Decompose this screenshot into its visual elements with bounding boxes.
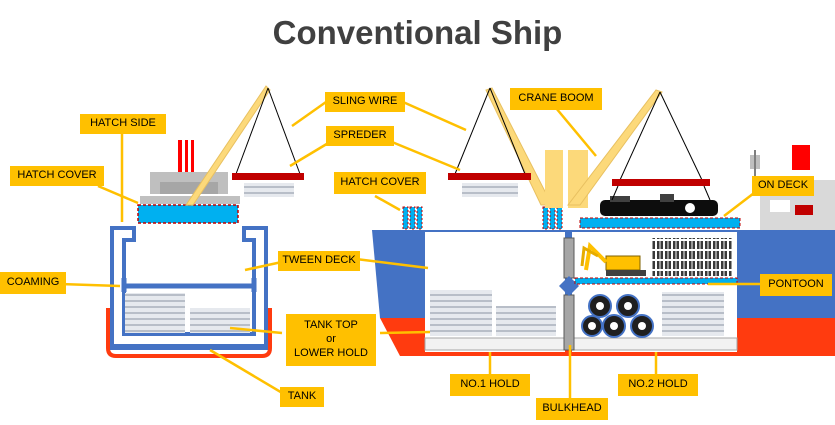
label-tween-deck: TWEEN DECK <box>278 251 360 271</box>
label-sling-wire: SLING WIRE <box>325 92 405 112</box>
cross-section <box>106 140 272 358</box>
tank-hull-red <box>106 308 272 358</box>
bulkhead-lower <box>563 294 575 351</box>
label-hatch-cover-mid: HATCH COVER <box>334 172 426 194</box>
label-tank-top: TANK TOP or LOWER HOLD <box>286 314 376 366</box>
crane-left <box>185 85 304 206</box>
crane-mid <box>448 87 711 208</box>
spreader-right <box>612 179 710 186</box>
label-hatch-cover-left: HATCH COVER <box>10 166 104 186</box>
hatch-cover-left <box>137 204 239 224</box>
tank-top-line-1: TANK TOP <box>304 319 358 332</box>
tank-top-line-3: LOWER HOLD <box>294 346 368 359</box>
steel-coils <box>581 294 654 338</box>
bow-blue <box>372 230 420 318</box>
spreader-left <box>232 173 304 180</box>
leader-arrows <box>59 100 762 400</box>
label-bulkhead: BULKHEAD <box>536 398 608 420</box>
label-coaming: COAMING <box>0 272 66 294</box>
tank-top-line-2: or <box>326 333 336 346</box>
diagram-title: Conventional Ship <box>272 14 563 51</box>
label-spreder: SPREDER <box>326 126 394 146</box>
hatch-covers-mid <box>402 206 741 230</box>
pontoon <box>574 277 738 285</box>
label-pontoon: PONTOON <box>760 274 832 296</box>
steel-cargo-a <box>125 293 185 333</box>
excavator-cargo <box>580 241 646 276</box>
long-section <box>372 145 835 356</box>
bow-red <box>380 318 420 356</box>
label-crane-boom: CRANE BOOM <box>510 88 602 110</box>
label-no2-hold: NO.2 HOLD <box>618 374 698 396</box>
label-hatch-side: HATCH SIDE <box>80 114 166 134</box>
pipe-cargo <box>652 238 732 276</box>
bulkhead-upper <box>563 237 575 279</box>
label-no1-hold: NO.1 HOLD <box>450 374 530 396</box>
label-tank: TANK <box>280 387 324 407</box>
label-on-deck: ON DECK <box>752 176 814 196</box>
spreader-mid <box>448 173 531 180</box>
on-deck-machine <box>600 194 718 216</box>
